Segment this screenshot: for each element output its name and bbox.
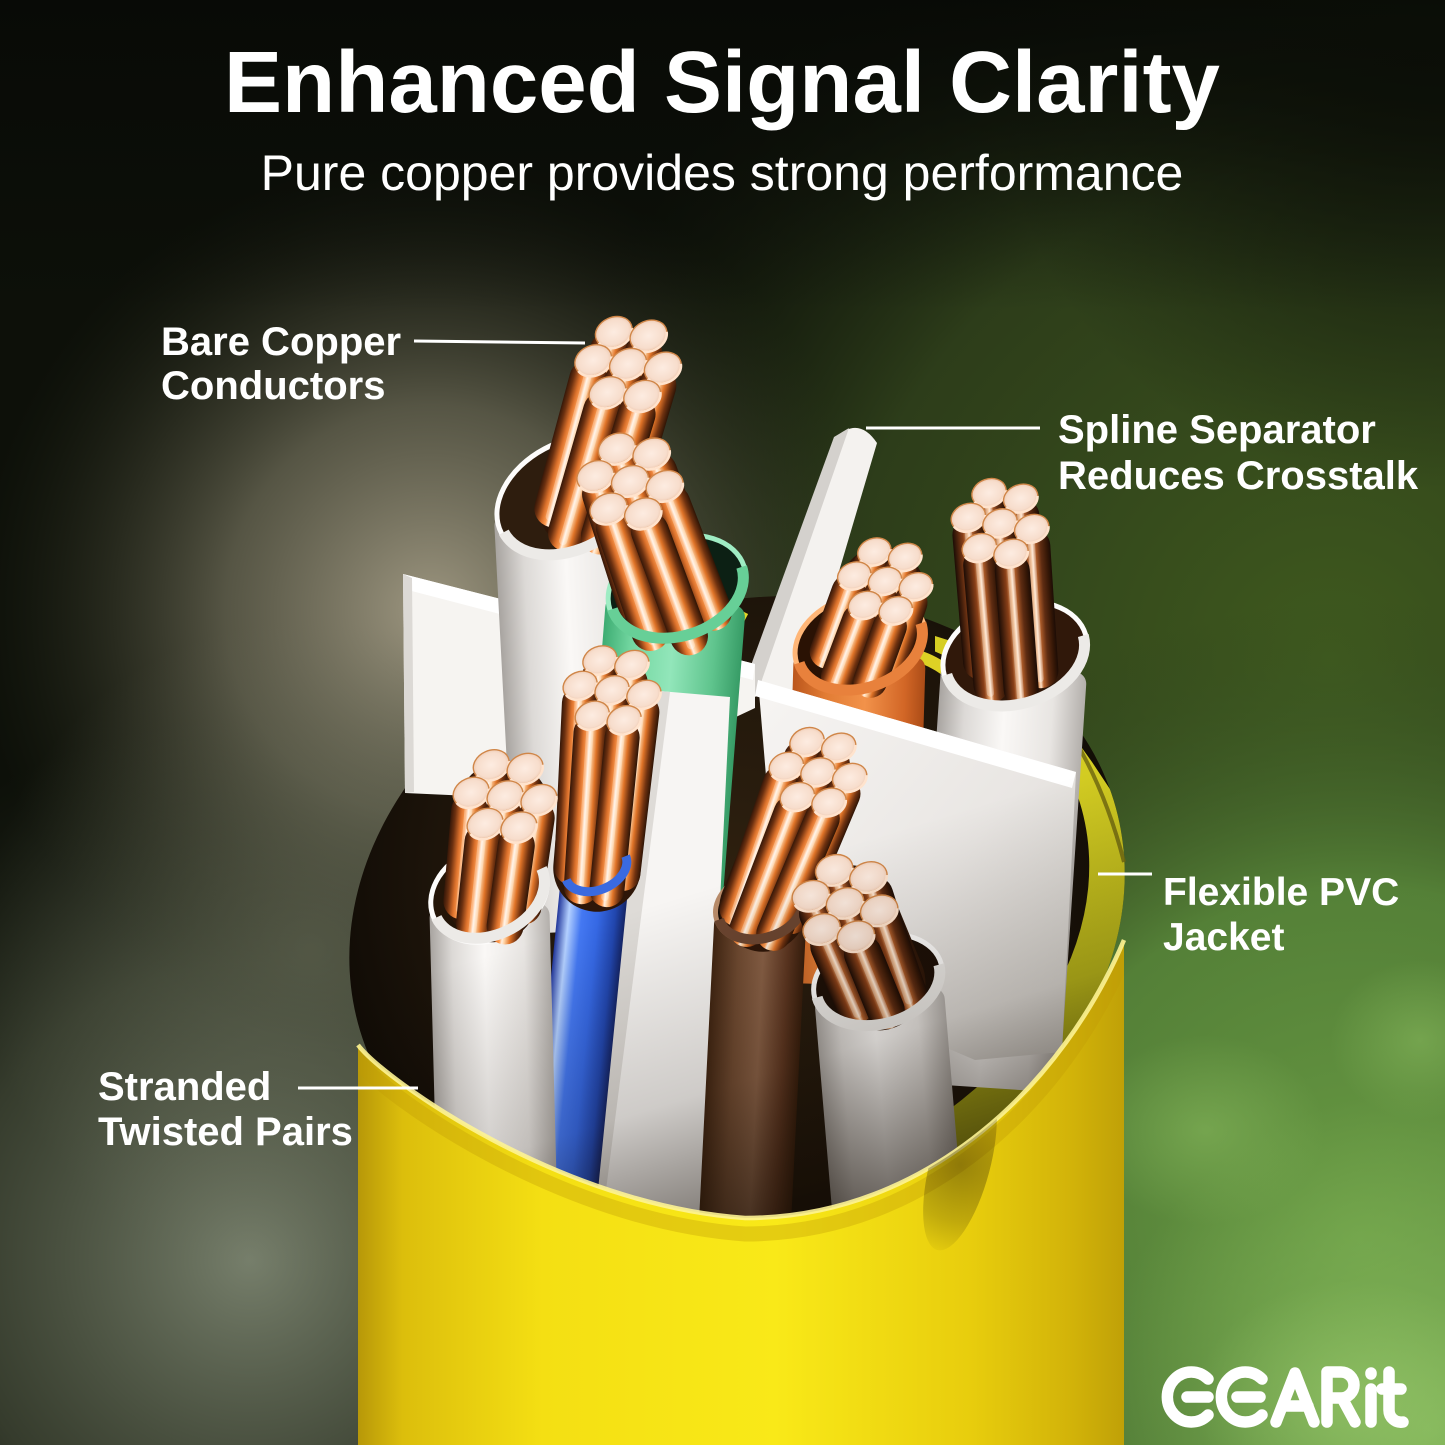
svg-text:Bare Copper: Bare Copper <box>161 320 401 364</box>
svg-text:Pure copper provides strong pe: Pure copper provides strong performance <box>261 145 1184 201</box>
svg-text:Jacket: Jacket <box>1163 916 1284 959</box>
svg-text:Twisted Pairs: Twisted Pairs <box>98 1110 353 1154</box>
svg-text:Flexible PVC: Flexible PVC <box>1163 871 1399 914</box>
svg-text:Reduces Crosstalk: Reduces Crosstalk <box>1058 454 1419 498</box>
svg-text:Enhanced Signal Clarity: Enhanced Signal Clarity <box>224 34 1220 131</box>
svg-text:Stranded: Stranded <box>98 1065 271 1109</box>
svg-text:Conductors: Conductors <box>161 364 385 408</box>
svg-text:Spline Separator: Spline Separator <box>1058 408 1376 452</box>
